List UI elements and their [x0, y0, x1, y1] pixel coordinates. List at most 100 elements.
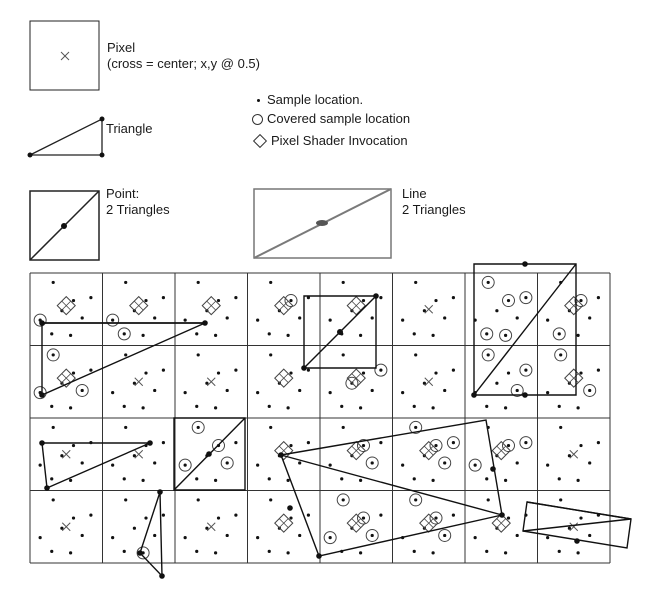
- sample-dot-icon: [111, 318, 115, 322]
- sample-dot-icon: [412, 549, 416, 554]
- pixel-cell: [183, 353, 238, 410]
- sample-dot-icon: [214, 478, 218, 482]
- covered-circle-icon: [409, 493, 423, 507]
- sample-dot-icon: [122, 549, 126, 554]
- sample-dot-icon: [195, 477, 199, 481]
- sample-dot-icon: [361, 298, 366, 303]
- sample-dot-icon: [495, 381, 499, 385]
- sample-dot-icon: [559, 498, 563, 502]
- sample-dot-icon: [71, 298, 76, 303]
- sample-dot-icon: [216, 298, 221, 303]
- sample-dot-icon: [195, 332, 199, 336]
- sample-dot-icon: [153, 388, 157, 393]
- sample-dot-icon: [579, 516, 583, 520]
- sample-dot-icon: [414, 425, 418, 430]
- sample-location-label: Sample location.: [267, 92, 364, 107]
- covered-circle-icon: [106, 313, 120, 327]
- pixel-cell: [33, 280, 93, 337]
- sample-dot-icon: [225, 533, 229, 538]
- grid-contents: [33, 275, 601, 560]
- shader-diamond-icon: [564, 295, 584, 316]
- sample-dot-icon: [141, 478, 145, 482]
- covered-circle-icon: [365, 456, 379, 470]
- vertex-dot: [147, 440, 153, 446]
- sample-dot-icon: [196, 353, 200, 357]
- sample-dot-icon: [111, 536, 115, 540]
- sample-dot-icon: [256, 536, 260, 540]
- covered-circle-icon: [46, 348, 60, 362]
- sample-dot-icon: [495, 309, 499, 313]
- shader-diamond-icon: [201, 295, 221, 316]
- sample-dot-icon: [515, 533, 519, 538]
- sample-dot-icon: [451, 296, 455, 300]
- covered-circle-icon: [252, 113, 263, 125]
- sample-dot-icon: [205, 526, 209, 530]
- pixel-cell: [38, 498, 93, 555]
- sample-dot-icon: [267, 477, 271, 481]
- sample-dot-icon: [504, 333, 508, 337]
- sample-dot-icon: [579, 298, 583, 303]
- sample-dot-icon: [341, 353, 345, 357]
- sample-dot-icon: [111, 391, 115, 395]
- pixel-cell: [111, 425, 165, 482]
- sample-dot-icon: [557, 404, 561, 408]
- triangle-small-left: [39, 440, 153, 491]
- triangle-legend-label: Triangle: [106, 121, 153, 136]
- sample-dot-icon: [256, 463, 260, 467]
- point-legend-title: Point:: [106, 186, 140, 201]
- covered-circle-icon: [323, 531, 337, 545]
- sample-dot-icon: [486, 498, 490, 502]
- pixel-cell: [323, 493, 383, 555]
- sample-dot-icon: [289, 516, 293, 520]
- sample-dot-icon: [51, 353, 55, 357]
- sample-dot-icon: [89, 296, 93, 300]
- sample-dot-icon: [596, 296, 601, 300]
- covered-circle-icon: [519, 291, 533, 305]
- sample-dot-icon: [124, 280, 128, 285]
- sample-dot-icon: [451, 513, 455, 517]
- sample-dot-icon: [161, 296, 165, 300]
- sample-dot-icon: [546, 391, 550, 395]
- sample-dot-icon: [69, 551, 73, 555]
- sample-dot-icon: [256, 318, 260, 322]
- sample-dot-icon: [50, 332, 54, 336]
- cross-icon: [134, 449, 144, 459]
- sample-dot-icon: [80, 533, 84, 538]
- sample-dot-icon: [257, 98, 260, 102]
- sample-dot-icon: [161, 513, 165, 517]
- line-quad-small-diagonal: [522, 518, 632, 532]
- covered-circle-icon: [481, 348, 495, 362]
- covered-circle-icon: [33, 313, 47, 327]
- sample-dot-icon: [234, 368, 238, 372]
- legend-line: [253, 188, 392, 259]
- sample-dot-icon: [524, 368, 528, 372]
- sample-dot-icon: [89, 513, 93, 517]
- sample-dot-icon: [379, 513, 383, 517]
- covered-circle-icon: [438, 456, 452, 470]
- sample-dot-icon: [379, 441, 383, 445]
- cross-icon: [206, 522, 216, 532]
- sample-dot-icon: [269, 425, 273, 430]
- primitive-outlines: [39, 261, 632, 579]
- sample-dot-icon: [234, 441, 238, 445]
- sample-dot-icon: [132, 381, 136, 385]
- covered-circle-icon: [357, 439, 370, 453]
- covered-circle-icon: [552, 327, 566, 341]
- tall-quad: [471, 261, 577, 398]
- sample-dot-icon: [141, 406, 145, 410]
- sample-dot-icon: [485, 477, 489, 481]
- covered-circle-icon: [178, 458, 192, 472]
- shader-diamond-icon: [491, 513, 511, 533]
- tall-quad-diagonal: [473, 263, 577, 396]
- sample-dot-icon: [269, 353, 273, 357]
- covered-circle-icon: [574, 294, 588, 308]
- sample-dot-icon: [443, 388, 447, 393]
- sample-dot-icon: [161, 368, 165, 372]
- vertex-dot: [522, 261, 528, 267]
- sample-dot-icon: [412, 332, 416, 336]
- sample-dot-icon: [306, 368, 310, 372]
- covered-circle-icon: [499, 328, 513, 342]
- sample-dot-icon: [214, 333, 218, 337]
- cross-icon: [424, 377, 434, 387]
- shader-diamond-icon: [346, 368, 366, 388]
